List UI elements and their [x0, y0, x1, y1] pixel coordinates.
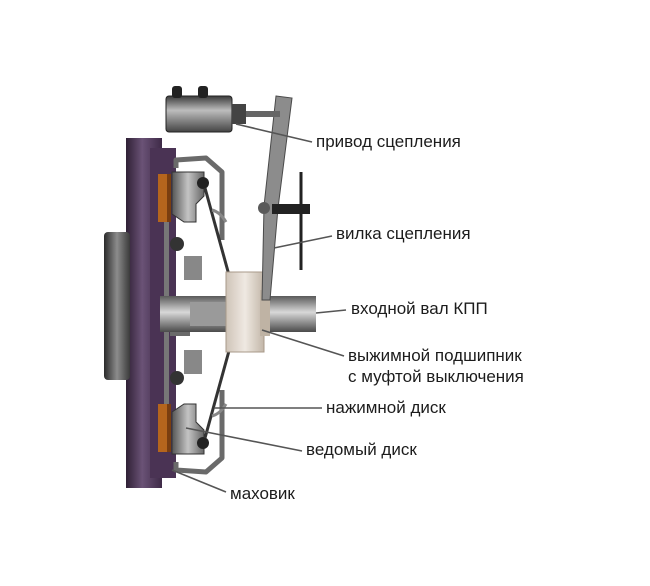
label-clutch-fork: вилка сцепления	[336, 224, 471, 243]
label-release-bearing: выжимной подшипник с муфтой выключения	[348, 346, 524, 386]
leader-actuator	[235, 123, 313, 143]
leader-driven	[185, 427, 303, 452]
clutch-actuator	[165, 86, 280, 133]
leader-shaft	[315, 309, 347, 314]
release-bearing	[225, 271, 270, 353]
label-flywheel: маховик	[230, 484, 295, 503]
label-clutch-actuator: привод сцепления	[316, 132, 461, 151]
shaft-spline	[190, 302, 230, 326]
leader-flywheel	[171, 469, 227, 493]
label-input-shaft: входной вал КПП	[351, 299, 488, 318]
diaphragm-spring	[203, 187, 234, 439]
leader-lines	[171, 123, 347, 493]
leader-bearing	[261, 329, 345, 357]
label-pressure-plate: нажимной диск	[326, 398, 446, 417]
label-driven-disc: ведомый диск	[306, 440, 417, 459]
crankshaft-flange	[104, 232, 130, 380]
leader-fork	[273, 235, 333, 249]
fork-pivot	[272, 204, 310, 214]
actuator-rod	[246, 111, 280, 117]
clutch-fork	[258, 95, 310, 301]
pressure-plate	[171, 171, 209, 455]
